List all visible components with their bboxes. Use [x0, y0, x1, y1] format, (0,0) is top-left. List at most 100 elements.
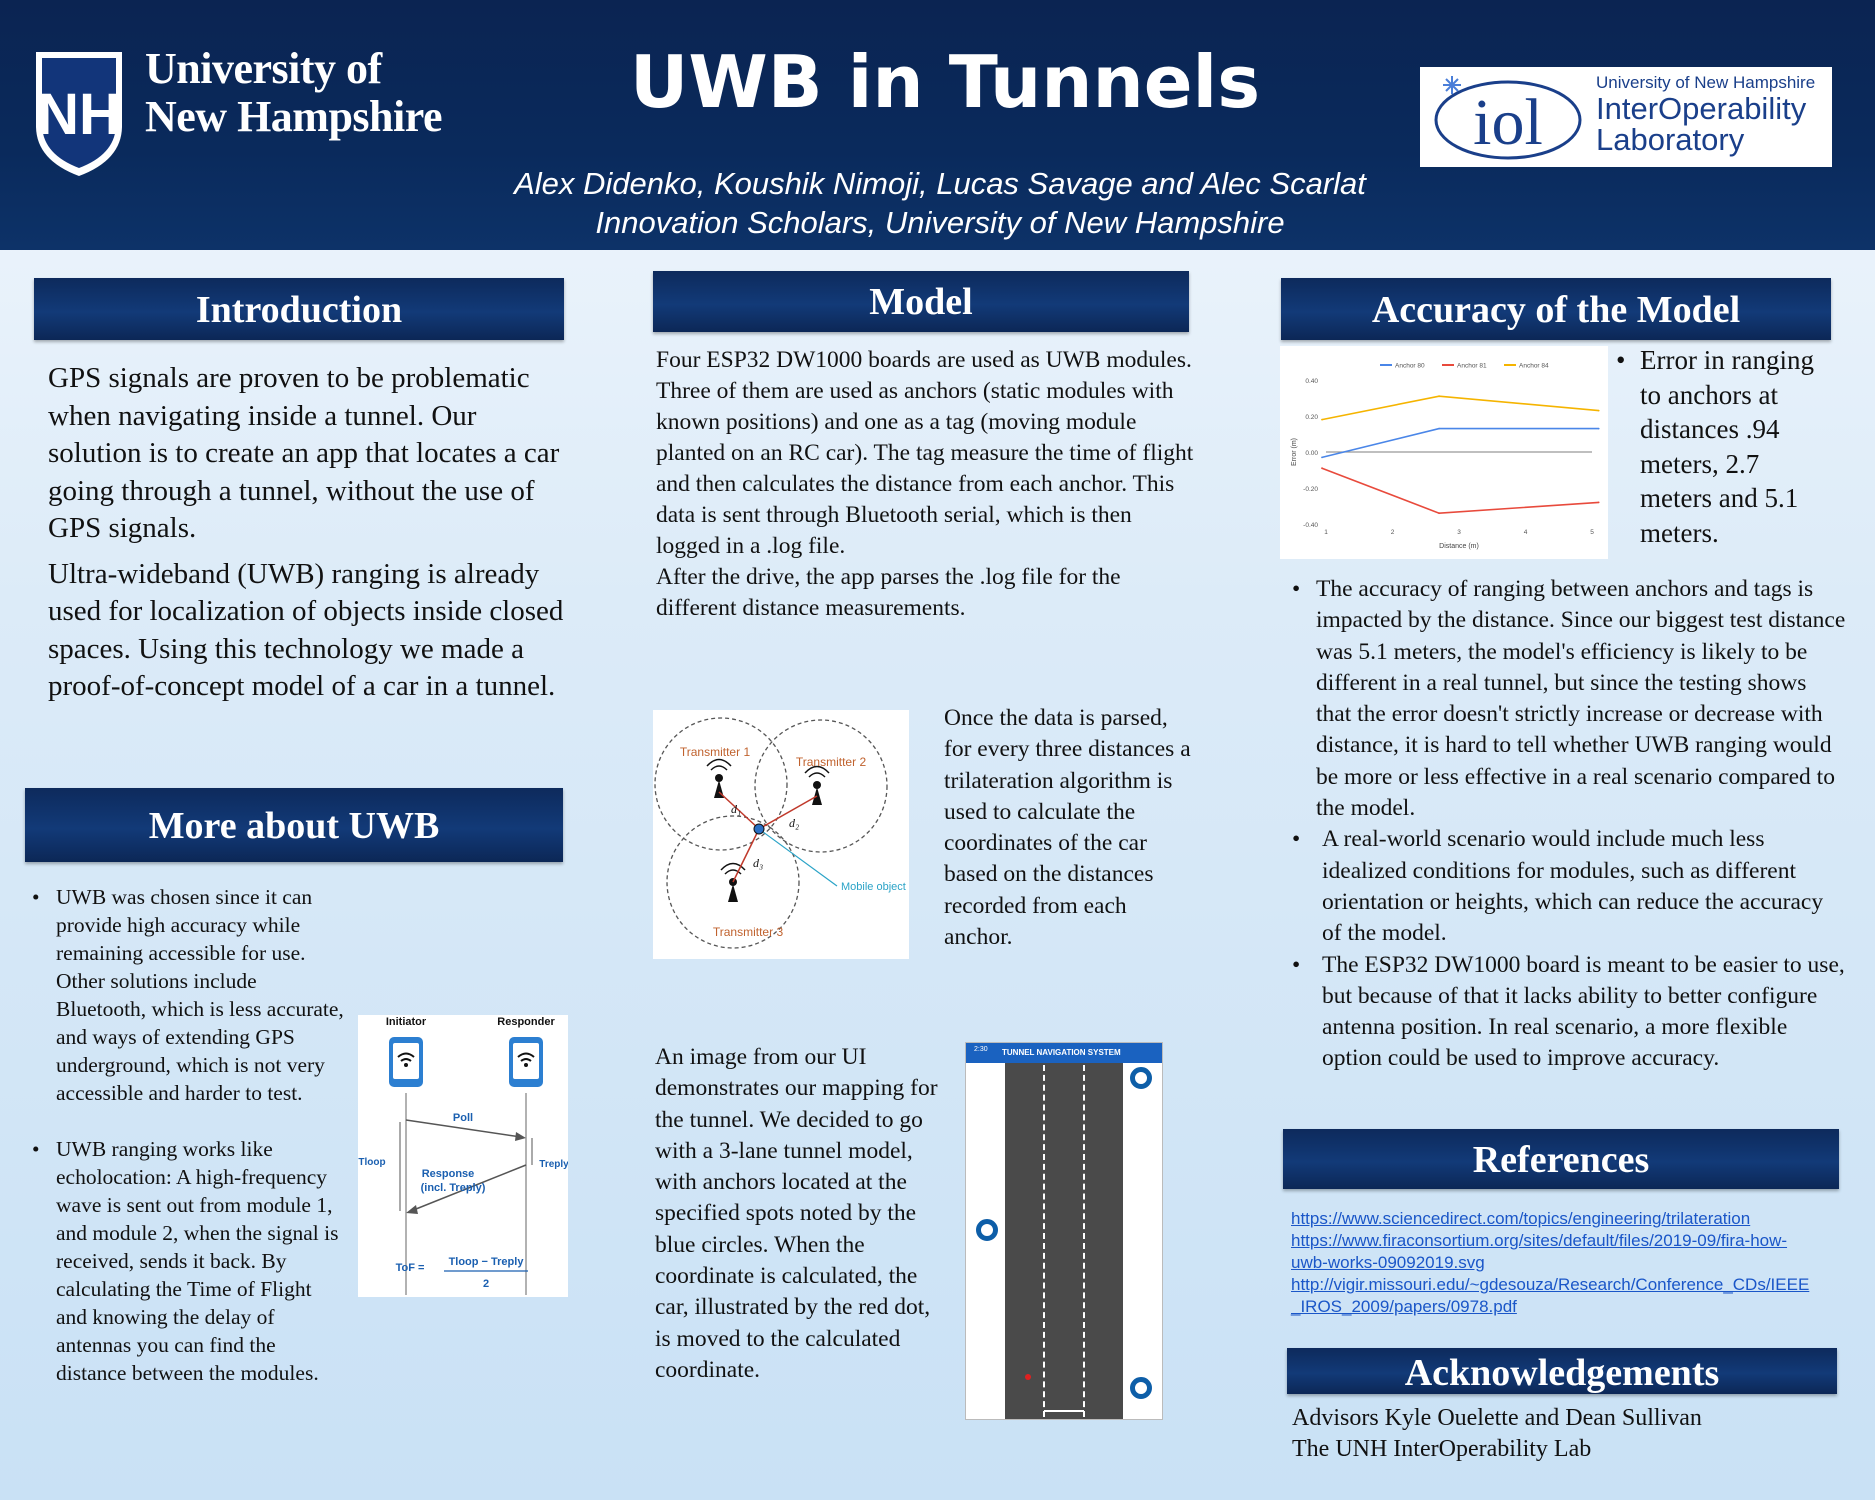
- model-p1: Four ESP32 DW1000 boards are used as UWB…: [656, 347, 1194, 559]
- mobile-object-label: Mobile object: [841, 881, 906, 893]
- more-uwb-bullets: UWB was chosen since it can provide high…: [26, 883, 346, 1387]
- acknowledgement-line-2: The UNH InterOperability Lab: [1292, 1436, 1592, 1462]
- series-point: [1438, 427, 1440, 430]
- iol-line2: InterOperability: [1596, 91, 1807, 126]
- transmitter-2-label: Transmitter 2: [796, 755, 867, 769]
- legend-label: Anchor 81: [1457, 363, 1487, 370]
- acknowledgements-heading: Acknowledgements: [1287, 1348, 1837, 1394]
- response-label-2: (incl. Treply): [421, 1182, 486, 1194]
- x-tick-label: 5: [1590, 529, 1594, 536]
- introduction-p2: Ultra-wideband (UWB) ranging is already …: [48, 557, 564, 703]
- references-heading: References: [1283, 1129, 1839, 1189]
- reference-link-1[interactable]: https://www.sciencedirect.com/topics/eng…: [1291, 1209, 1751, 1228]
- poster-title: UWB in Tunnels: [629, 40, 1261, 124]
- anchor-marker-1: [1130, 1067, 1152, 1089]
- unh-wordmark-line1: University of: [145, 44, 382, 93]
- iol-mark-text: iol: [1473, 86, 1543, 159]
- series-point: [1321, 418, 1323, 421]
- series-point: [1438, 512, 1440, 515]
- series-line-1: [1321, 427, 1599, 459]
- unh-wordmark-line2: New Hampshire: [145, 92, 443, 141]
- app-status-time: 2:30: [974, 1046, 988, 1053]
- introduction-body: GPS signals are proven to be problematic…: [48, 360, 568, 706]
- response-arrow: [410, 1164, 527, 1212]
- model-p2: After the drive, the app parses the .log…: [656, 564, 1121, 621]
- series-point: [1438, 395, 1440, 398]
- legend-label: Anchor 84: [1519, 363, 1549, 370]
- iol-line3: Laboratory: [1596, 122, 1745, 157]
- series-point: [1321, 467, 1323, 470]
- response-label: Response: [422, 1168, 475, 1180]
- d2-label: d₂: [789, 816, 799, 830]
- acknowledgements-body: Advisors Kyle Ouelette and Dean Sullivan…: [1292, 1403, 1832, 1465]
- introduction-heading: Introduction: [34, 278, 564, 340]
- lane-divider-2: [1083, 1065, 1085, 1417]
- transmitter-1-label: Transmitter 1: [680, 745, 751, 759]
- affiliation-line: Innovation Scholars, University of New H…: [595, 205, 1285, 240]
- iol-wordmark: University of New Hampshire InterOperabi…: [1596, 73, 1815, 155]
- mobile-object-marker: [753, 823, 765, 835]
- x-tick-label: 3: [1457, 529, 1461, 536]
- poll-label: Poll: [453, 1112, 473, 1124]
- series-point: [1597, 501, 1600, 504]
- treply-label: Treply: [539, 1159, 568, 1170]
- accuracy-side-bullets: Error in ranging to anchors at distances…: [1610, 343, 1830, 550]
- anchor-marker-3: [1130, 1377, 1152, 1399]
- poll-arrow: [405, 1119, 522, 1138]
- model-p3: Once the data is parsed, for every three…: [944, 705, 1191, 951]
- transmitter-3-label: Transmitter 3: [713, 925, 784, 939]
- unh-shield-icon: NH: [36, 52, 122, 176]
- introduction-p1: GPS signals are proven to be problematic…: [48, 362, 560, 544]
- authors-line: Alex Didenko, Koushik Nimoji, Lucas Sava…: [514, 166, 1366, 201]
- y-tick-label: 0.20: [1305, 414, 1318, 421]
- x-tick-label: 2: [1391, 529, 1395, 536]
- d3-label: d₃: [753, 856, 763, 870]
- acknowledgement-line-1: Advisors Kyle Ouelette and Dean Sullivan: [1292, 1405, 1702, 1431]
- tof-prefix: ToF =: [396, 1262, 425, 1274]
- series-point: [1321, 456, 1323, 459]
- iol-line1: University of New Hampshire: [1596, 73, 1816, 92]
- car-marker: [1025, 1374, 1031, 1380]
- svg-text:NH: NH: [37, 82, 121, 147]
- x-axis-label: Distance (m): [1439, 543, 1479, 550]
- y-tick-label: 0.00: [1305, 450, 1318, 457]
- iol-mark-icon: iol: [1434, 76, 1582, 160]
- x-tick-label: 1: [1324, 529, 1328, 536]
- reference-link-3-cont[interactable]: _IROS_2009/papers/0978.pdf: [1291, 1297, 1517, 1316]
- two-way-ranging-diagram: Initiator Responder Poll Response (incl.…: [358, 1015, 568, 1297]
- accuracy-heading: Accuracy of the Model: [1281, 278, 1831, 340]
- responder-label: Responder: [497, 1016, 555, 1028]
- y-axis-label: Error (m): [1291, 438, 1298, 466]
- tof-denominator: 2: [483, 1278, 489, 1290]
- more-uwb-heading: More about UWB: [25, 788, 563, 862]
- d1-label: d₁: [731, 802, 741, 816]
- reference-link-3[interactable]: http://vigir.missouri.edu/~gdesouza/Rese…: [1291, 1275, 1810, 1294]
- accuracy-bullets: The accuracy of ranging between anchors …: [1286, 574, 1846, 1075]
- lane-divider-1: [1043, 1065, 1045, 1417]
- app-title: TUNNEL NAVIGATION SYSTEM: [1002, 1048, 1121, 1057]
- trilateration-diagram: Transmitter 1 Transmitter 2 Transmitter …: [653, 710, 909, 959]
- anchor-marker-2: [976, 1219, 998, 1241]
- tunnel-road: [1005, 1063, 1123, 1419]
- y-tick-label: 0.40: [1305, 378, 1318, 385]
- tunnel-app-screenshot: 2:30 TUNNEL NAVIGATION SYSTEM: [965, 1042, 1163, 1420]
- reference-link-2-cont[interactable]: uwb-works-09092019.svg: [1291, 1253, 1485, 1272]
- tloop-label: Tloop: [358, 1157, 385, 1168]
- model-body: Four ESP32 DW1000 boards are used as UWB…: [656, 345, 1196, 624]
- references-list: https://www.sciencedirect.com/topics/eng…: [1291, 1208, 1851, 1318]
- reference-link-2[interactable]: https://www.firaconsortium.org/sites/def…: [1291, 1231, 1788, 1250]
- model-p4: An image from our UI demonstrates our ma…: [655, 1044, 938, 1383]
- more-uwb-bullet-1: UWB was chosen since it can provide high…: [26, 883, 346, 1107]
- y-tick-label: -0.20: [1303, 486, 1318, 493]
- accuracy-bullet-2: A real-world scenario would include much…: [1286, 824, 1846, 949]
- tof-numerator: Tloop − Treply: [449, 1256, 525, 1268]
- unh-wordmark: University of New Hampshire: [145, 44, 443, 141]
- more-uwb-bullet-2: UWB ranging works like echolocation: A h…: [26, 1135, 346, 1387]
- model-heading: Model: [653, 271, 1189, 332]
- accuracy-side-bullet: Error in ranging to anchors at distances…: [1610, 343, 1830, 550]
- series-line-2: [1321, 467, 1599, 515]
- series-point: [1597, 427, 1600, 430]
- x-tick-label: 4: [1524, 529, 1528, 536]
- legend-label: Anchor 80: [1395, 363, 1425, 370]
- accuracy-bullet-1: The accuracy of ranging between anchors …: [1286, 574, 1846, 824]
